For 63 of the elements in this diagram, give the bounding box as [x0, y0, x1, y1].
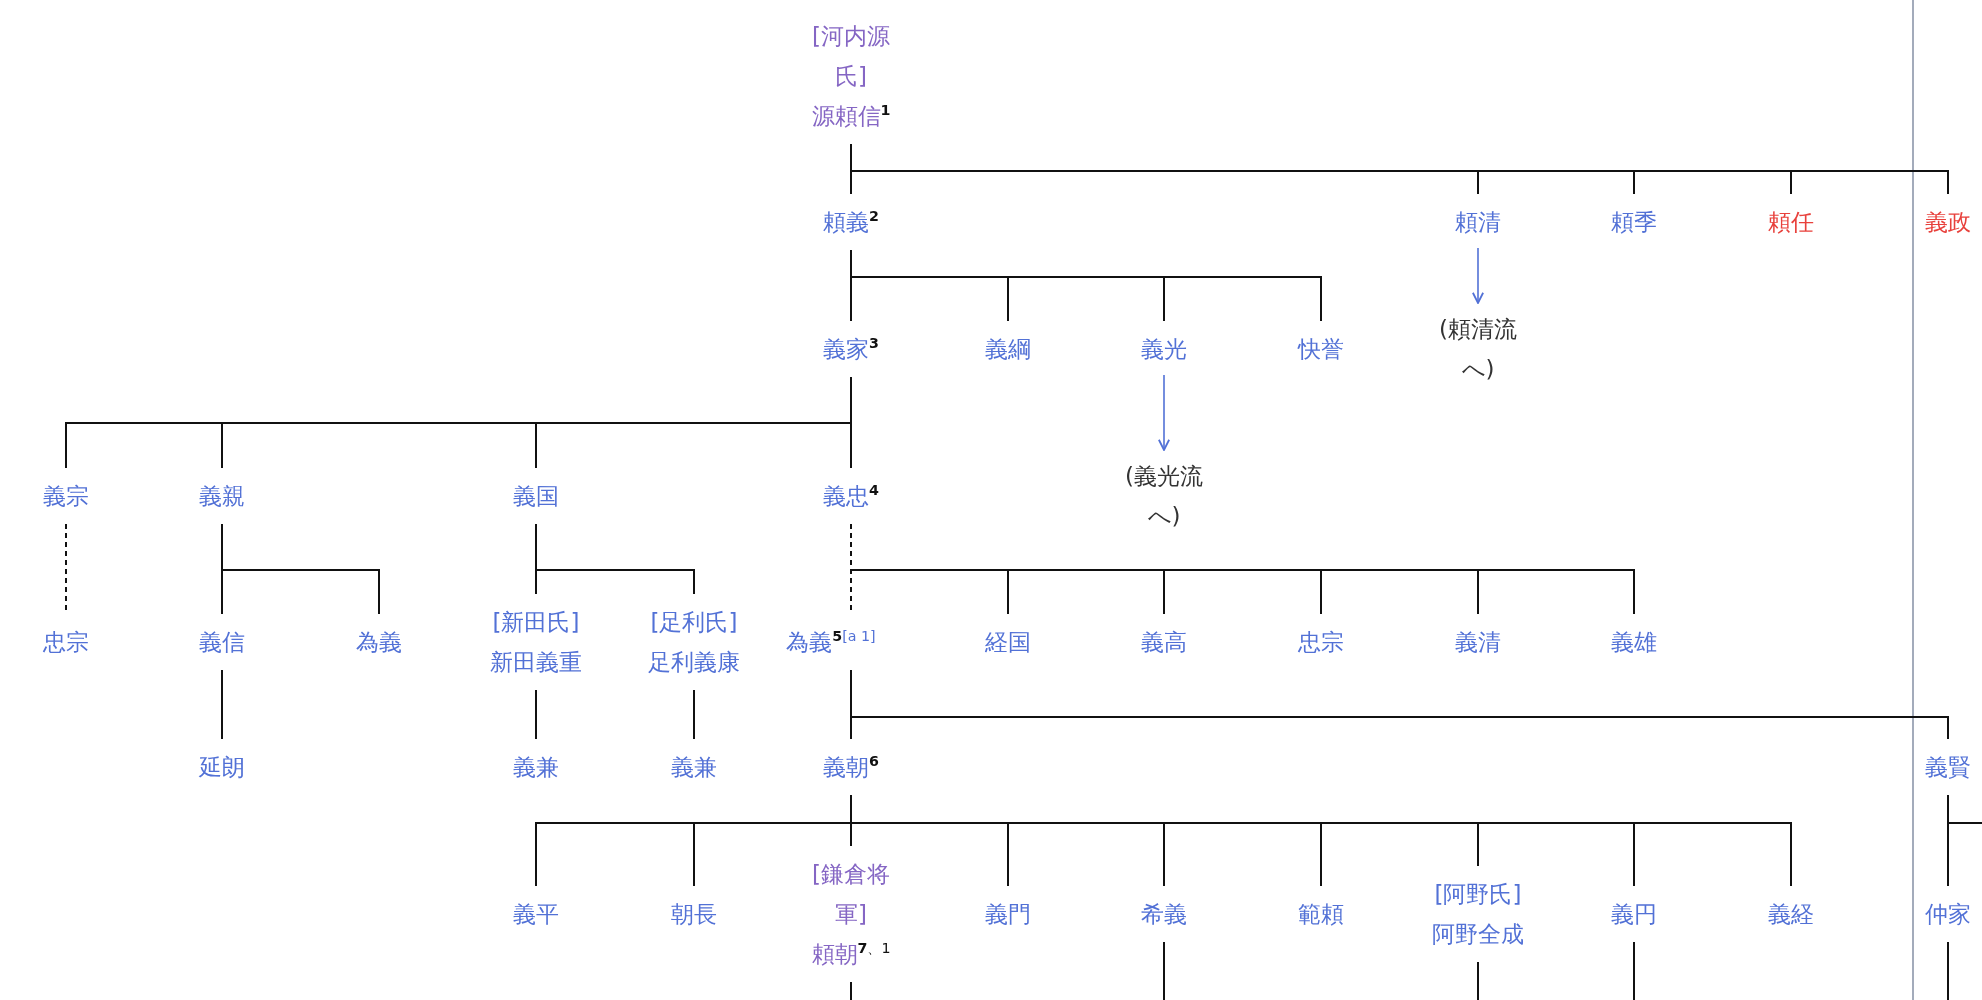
lineage-line — [1163, 941, 1165, 1000]
person-name: 義清 — [1455, 628, 1501, 657]
person-name: 仲家 — [1925, 900, 1971, 929]
person-name: 義経 — [1768, 900, 1814, 929]
person-name: 義家$^{3}$ — [823, 334, 879, 364]
lineage-line — [850, 981, 852, 1000]
person-name: 義賢 — [1925, 753, 1971, 782]
lineage-line — [221, 523, 380, 615]
arrow — [1472, 247, 1484, 304]
person-name: 新田義重 — [490, 648, 582, 677]
clan-label: [鎌倉将軍] — [811, 860, 891, 929]
lineage-line — [1633, 941, 1635, 1000]
person-name: 義雄 — [1611, 628, 1657, 657]
lineage-line — [850, 249, 1322, 322]
clan-label: [阿野氏] — [1433, 880, 1523, 909]
arrow — [1158, 374, 1170, 451]
person-name: 義政 — [1925, 208, 1971, 237]
person-name: 希義 — [1141, 900, 1187, 929]
lineage-line — [1947, 794, 1982, 824]
person-name: 源頼信$^{1}$ — [810, 101, 892, 131]
person-name: 義朝$^{6}$ — [823, 752, 879, 782]
person-name: 義信 — [199, 628, 245, 657]
person-name: 足利義康 — [648, 648, 740, 677]
person-name: 義親 — [199, 482, 245, 511]
clan-label: [足利氏] — [649, 608, 739, 637]
lineage-line — [850, 376, 852, 469]
person-name: 義綱 — [985, 335, 1031, 364]
person-name: 延朗 — [199, 753, 245, 782]
lineage-line — [693, 689, 695, 740]
person-name: 阿野全成 — [1432, 920, 1524, 949]
person-name: 義兼 — [513, 753, 559, 782]
person-name: 義高 — [1141, 628, 1187, 657]
person-name: 頼義$^{2}$ — [823, 207, 879, 237]
person-name: 義光 — [1141, 335, 1187, 364]
lineage-line — [1947, 941, 1949, 1000]
person-name: 義宗 — [43, 482, 89, 511]
person-name: 義忠$^{4}$ — [823, 481, 879, 511]
person-name: 為義 — [356, 628, 402, 657]
person-name: 忠宗 — [1298, 628, 1344, 657]
lineage-line — [850, 569, 1635, 615]
person-name: 朝長 — [671, 900, 717, 929]
lineage-line — [535, 523, 695, 595]
person-name: 頼任 — [1768, 208, 1814, 237]
person-name: 頼清 — [1455, 208, 1501, 237]
person-name: 忠宗 — [43, 628, 89, 657]
lineage-line — [535, 689, 537, 740]
person-name: 義国 — [513, 482, 559, 511]
person-name: 義門 — [985, 900, 1031, 929]
branch-note: (義光流へ) — [1124, 462, 1204, 531]
person-name: 範頼 — [1298, 900, 1344, 929]
person-name: 快誉 — [1298, 335, 1344, 364]
clan-label: [新田氏] — [491, 608, 581, 637]
lineage-line — [850, 669, 1949, 740]
lineage-line — [1477, 961, 1479, 1000]
person-name: 頼季 — [1611, 208, 1657, 237]
lineage-line — [221, 669, 223, 740]
clan-label: [河内源氏] — [811, 22, 891, 91]
lineage-line — [850, 794, 1792, 887]
person-name: 義円 — [1611, 900, 1657, 929]
person-name: 経国 — [985, 628, 1031, 657]
person-name: 義平 — [513, 900, 559, 929]
person-name: 義兼 — [671, 753, 717, 782]
branch-note: (頼清流へ) — [1438, 315, 1518, 384]
